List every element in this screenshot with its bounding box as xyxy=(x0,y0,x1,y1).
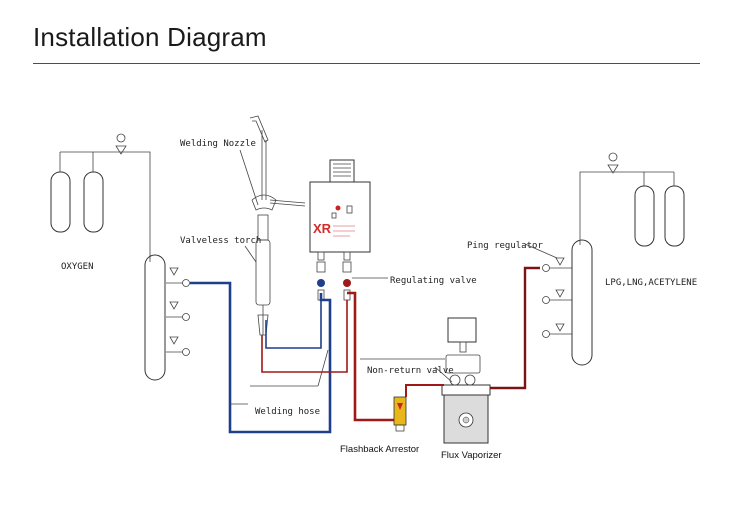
generator-machine: XR xyxy=(309,159,371,301)
regulating-valve-label: Regulating valve xyxy=(390,276,477,286)
valve-icon xyxy=(166,267,190,287)
valve-icon xyxy=(542,289,572,304)
title-divider xyxy=(33,63,700,64)
ping-regulator-label: Ping regulator xyxy=(467,241,543,251)
regulator-icon xyxy=(115,133,127,155)
flux-vaporizer-label: Flux Vaporizer xyxy=(441,450,502,461)
welding-hose-label: Welding hose xyxy=(255,407,320,417)
gas-cylinder-icon xyxy=(664,172,685,247)
flux-vaporizer xyxy=(441,317,491,444)
regulator-icon xyxy=(607,152,619,174)
page-title: Installation Diagram xyxy=(33,22,267,52)
non-return-valve-label: Non-return valve xyxy=(367,366,454,376)
flashback-arrestor-label: Flashback Arrestor xyxy=(340,444,419,455)
valveless-torch xyxy=(249,115,306,336)
oxygen-label: OXYGEN xyxy=(61,262,94,272)
valve-icon xyxy=(166,301,190,321)
lpg-cylinder-group xyxy=(542,152,685,366)
valve-icon xyxy=(166,336,190,356)
gas-cylinder-icon xyxy=(83,152,104,233)
gas-cylinder-icon xyxy=(50,152,71,233)
valve-icon xyxy=(542,323,572,338)
welding-nozzle-label: Welding Nozzle xyxy=(180,139,256,149)
lpg-hose xyxy=(490,266,540,390)
valve-icon xyxy=(542,257,572,272)
flashback-arrestor xyxy=(393,396,407,432)
fuel-hose xyxy=(347,291,402,422)
gas-cylinder-icon xyxy=(634,172,655,247)
machine-logo: XR xyxy=(313,221,332,236)
lpg-label: LPG,LNG,ACETYLENE xyxy=(605,278,697,288)
valveless-torch-label: Valveless torch xyxy=(180,236,261,246)
oxygen-cylinder-group xyxy=(50,133,190,381)
